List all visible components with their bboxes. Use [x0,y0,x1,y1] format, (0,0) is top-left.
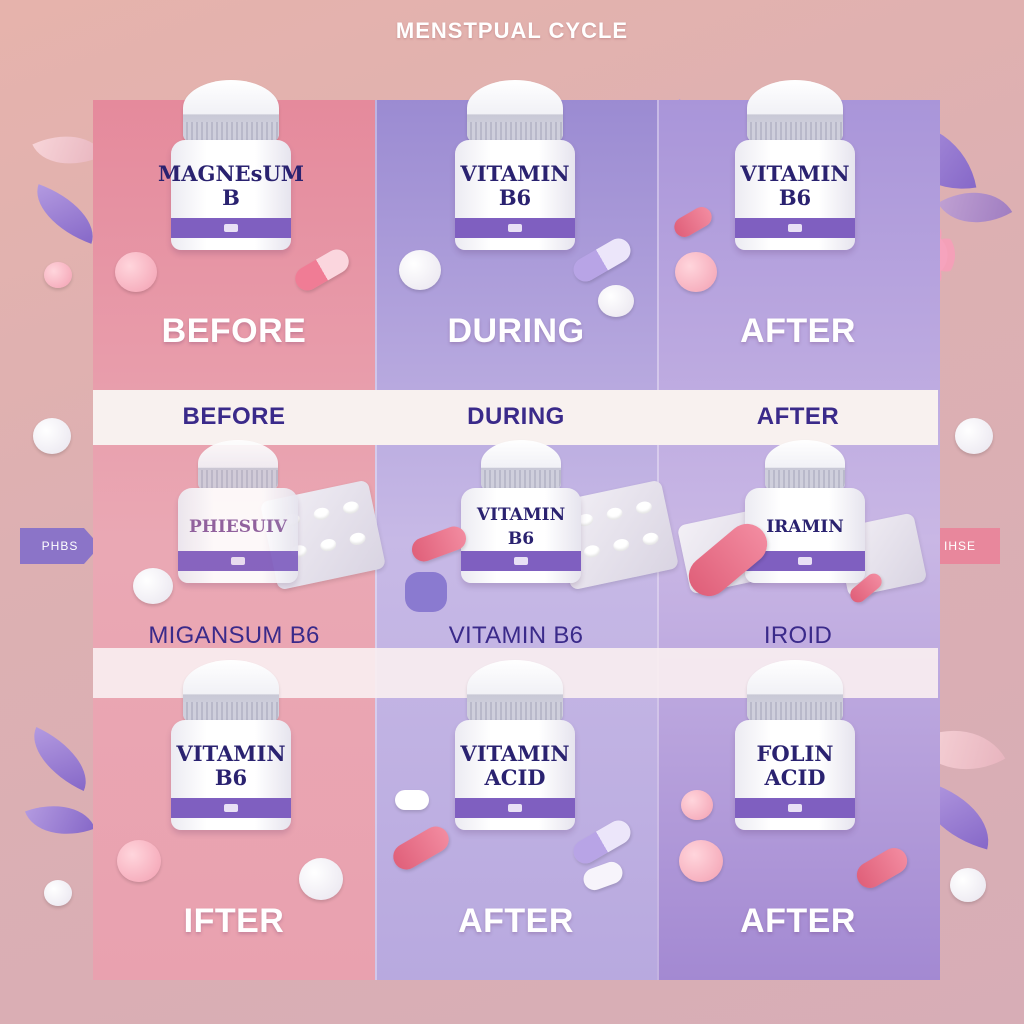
tablet-icon [399,250,441,290]
phase-band-label: AFTER [756,403,840,430]
bottle-cap-icon [747,80,843,142]
cycle-grid: MAGNEsUM B VITAMIN B6 VITAMIN B6 BEFORE … [93,80,940,980]
bottle-cap-icon [467,660,563,722]
tablet-icon [44,262,72,288]
supplement-bottle: PHIESUIV [178,440,298,583]
phase-label: AFTER [740,902,856,940]
supplement-name: VITAMIN B6 [448,622,584,649]
leaf-icon [24,790,96,850]
bottle-cap-icon [747,660,843,722]
supplement-bottle: IRAMIN [745,440,865,583]
bottle-cap-icon [183,80,279,142]
tablet-icon [117,840,161,882]
tablet-icon [955,418,993,454]
tablet-icon [115,252,157,292]
phase-label: AFTER [458,902,574,940]
leaf-icon [20,726,100,792]
phase-tag-left: PHBS [20,528,100,564]
tablet-icon [950,868,986,902]
supplement-bottle: VITAMIN B6 [735,80,855,250]
phase-label: DURING [447,312,585,350]
bottle-cap-icon [183,660,279,722]
phase-band [93,390,938,445]
supplement-name: MIGANSUM B6 [148,622,320,649]
phase-label: AFTER [740,312,856,350]
supplement-bottle: VITAMIN B6 [171,660,291,830]
tablet-icon [405,572,447,612]
bottle-label: VITAMIN B6 [460,161,570,210]
page-title: MENSTPUAL CYCLE [395,18,629,43]
phase-band-label: BEFORE [182,403,286,430]
tablet-icon [679,840,723,882]
supplement-bottle: VITAMIN B6 [461,440,581,583]
bottle-label: MAGNEsUM B [157,161,305,210]
tablet-icon [675,252,717,292]
supplement-name: IROID [763,622,833,649]
supplement-bottle: VITAMIN ACID [455,660,575,830]
tablet-icon [681,790,713,820]
bottle-label: IRAMIN [766,516,844,537]
phase-label: IFTER [183,902,285,940]
phase-label: BEFORE [161,312,307,350]
bottle-cap-icon [198,440,278,490]
tablet-icon [598,285,634,317]
bottle-label: VITAMIN ACID [460,741,570,790]
tablet-icon [33,418,71,454]
supplement-bottle: MAGNEsUM B [158,80,304,250]
bottle-label: FOLIN ACID [756,741,834,790]
phase-band-label: DURING [467,403,565,430]
bottle-label: VITAMIN B6 [740,161,850,210]
bottle-cap-icon [765,440,845,490]
bottle-cap-icon [467,80,563,142]
bottle-cap-icon [481,440,561,490]
bottle-label: VITAMIN B6 [176,741,286,790]
tablet-icon [44,880,72,906]
capsule-icon [395,790,429,810]
tablet-icon [133,568,173,604]
supplement-bottle: FOLIN ACID [735,660,855,830]
supplement-bottle: VITAMIN B6 [455,80,575,250]
bottle-label: PHIESUIV [189,516,287,537]
tablet-icon [299,858,343,900]
bottle-label: VITAMIN B6 [476,504,566,549]
